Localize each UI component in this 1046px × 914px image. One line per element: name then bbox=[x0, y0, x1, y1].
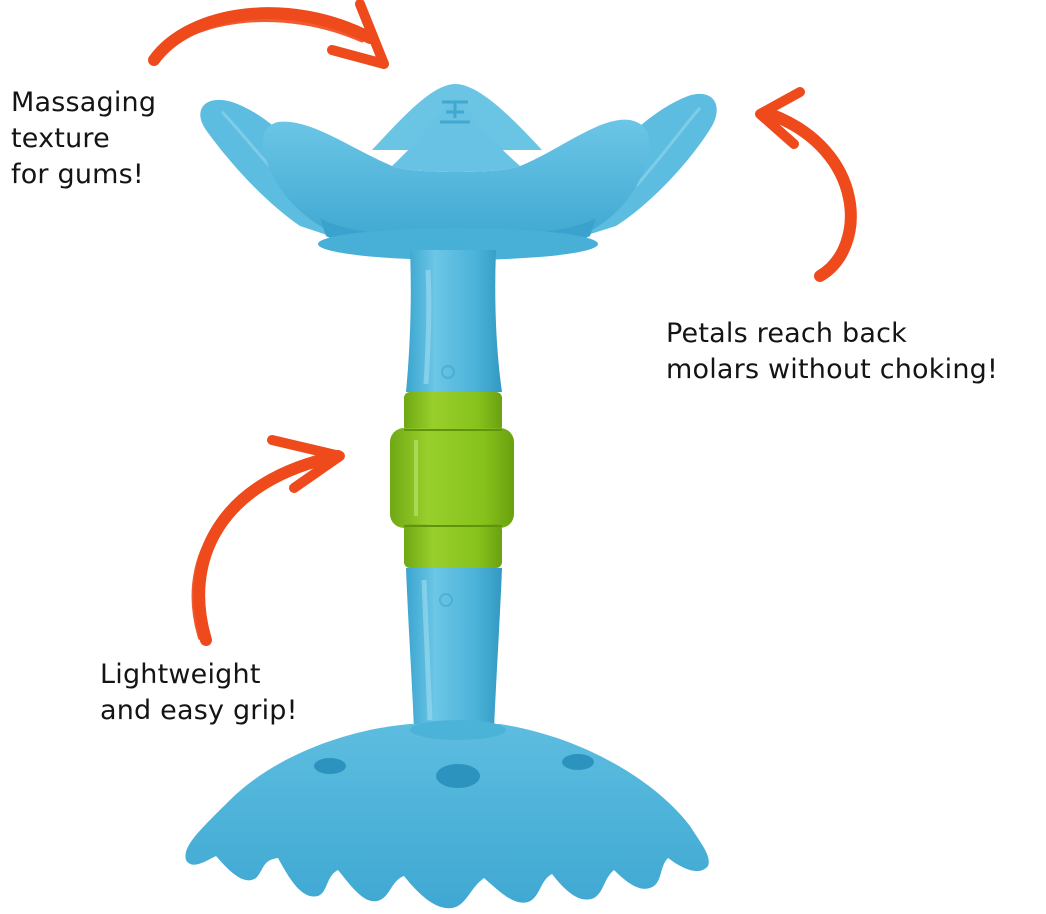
brand-mark-icon bbox=[440, 100, 470, 124]
callout-line: molars without choking! bbox=[666, 354, 998, 385]
teether-base bbox=[185, 720, 709, 909]
grip-ring bbox=[390, 392, 514, 568]
callout-petals-reach: Petals reach back molars without choking… bbox=[666, 316, 998, 388]
arrow-top-icon bbox=[148, 0, 389, 69]
stem-upper bbox=[406, 250, 502, 392]
callout-massaging-texture: Massaging texture for gums! bbox=[11, 85, 156, 193]
callout-line: for gums! bbox=[11, 159, 144, 190]
arrow-right-icon bbox=[755, 87, 857, 282]
stem-lower bbox=[406, 568, 502, 730]
callout-line: and easy grip! bbox=[100, 695, 298, 726]
base-hole bbox=[314, 758, 346, 774]
base-hole bbox=[562, 754, 594, 770]
callout-line: Lightweight bbox=[100, 659, 261, 690]
callout-line: Petals reach back bbox=[666, 318, 907, 349]
arrow-left-icon bbox=[191, 435, 345, 646]
petal-top bbox=[200, 84, 717, 260]
callout-easy-grip: Lightweight and easy grip! bbox=[100, 657, 298, 729]
callout-line: texture bbox=[11, 123, 110, 154]
base-hole bbox=[436, 764, 480, 788]
callout-line: Massaging bbox=[11, 87, 157, 118]
